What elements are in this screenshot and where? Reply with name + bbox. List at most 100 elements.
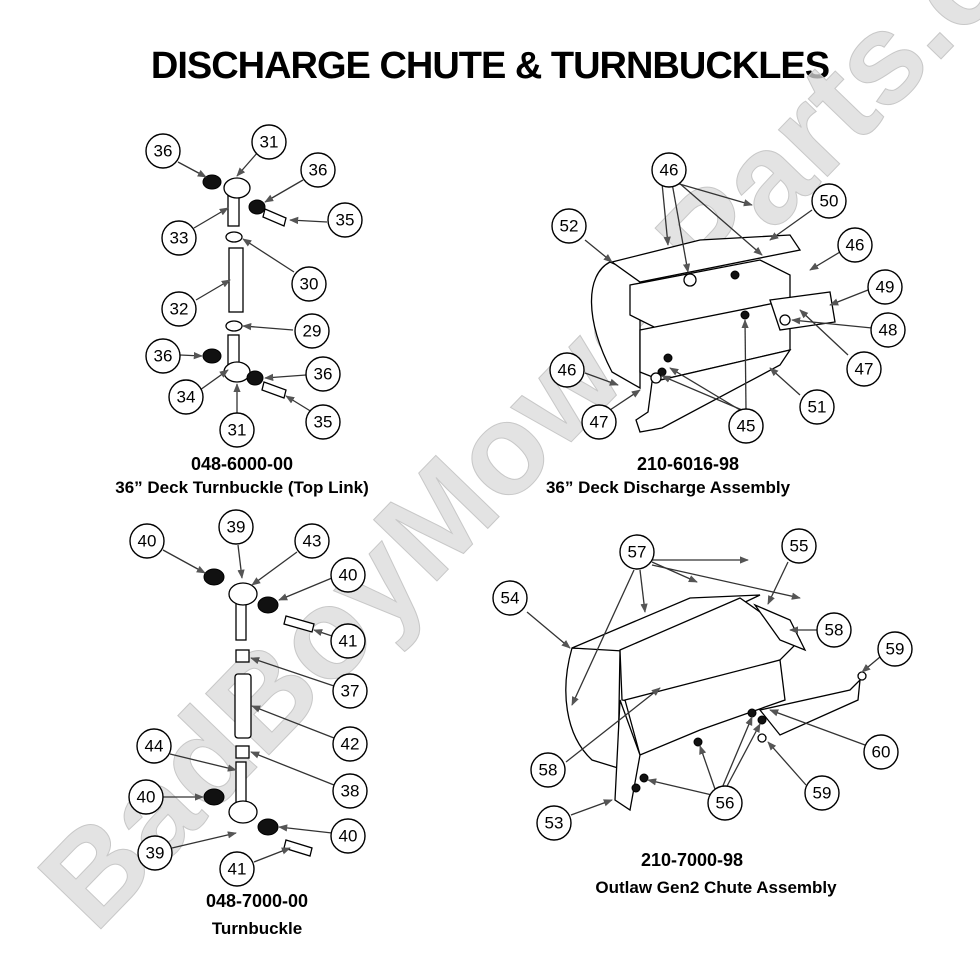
callout-d-2: 54: [492, 580, 528, 616]
svg-text:58: 58: [539, 761, 558, 780]
callout-d-9: 53: [536, 805, 572, 841]
callout-a-0: 36: [145, 133, 181, 169]
callout-c-11: 39: [137, 835, 173, 871]
callout-c-7: 44: [136, 728, 172, 764]
callout-b-9: 47: [581, 404, 617, 440]
svg-text:40: 40: [339, 827, 358, 846]
nut-2: [757, 715, 767, 725]
svg-text:36: 36: [154, 142, 173, 161]
rear-tab: [753, 603, 807, 652]
upper-left-bushing: [202, 174, 222, 190]
svg-text:51: 51: [808, 398, 827, 417]
outlaw-chute-drawing: [565, 594, 867, 812]
callout-b-0: 46: [651, 152, 687, 188]
svg-text:55: 55: [790, 537, 809, 556]
svg-text:59: 59: [813, 784, 832, 803]
nut-4: [639, 773, 649, 783]
svg-text:29: 29: [303, 322, 322, 341]
lower-pivot-block: [223, 361, 251, 383]
callout-d-5: 58: [530, 752, 566, 788]
svg-text:31: 31: [260, 133, 279, 152]
lower-rod-end: [235, 761, 247, 807]
assembly-b-part-number: 210-6016-98: [637, 454, 739, 474]
svg-text:37: 37: [341, 682, 360, 701]
callout-c-1: 39: [218, 509, 254, 545]
discharge-assembly-leaders: [584, 181, 873, 411]
upper-right-bushing: [248, 199, 266, 215]
lower-pin: [283, 839, 313, 857]
nut-1: [747, 708, 757, 718]
callout-c-10: 40: [330, 818, 366, 854]
chute-housing: [565, 647, 621, 769]
svg-text:42: 42: [341, 735, 360, 754]
callout-c-6: 42: [332, 726, 368, 762]
callout-a-3: 35: [327, 202, 363, 238]
svg-text:57: 57: [628, 543, 647, 562]
svg-text:46: 46: [846, 236, 865, 255]
callout-a-10: 34: [168, 379, 204, 415]
callout-a-8: 36: [145, 338, 181, 374]
bolt-1: [663, 353, 673, 363]
bolt-4: [730, 270, 740, 280]
callout-d-6: 60: [863, 734, 899, 770]
svg-text:32: 32: [170, 300, 189, 319]
svg-text:41: 41: [228, 860, 247, 879]
svg-text:53: 53: [545, 814, 564, 833]
svg-text:49: 49: [876, 278, 895, 297]
callout-b-3: 46: [837, 227, 873, 263]
svg-text:35: 35: [336, 211, 355, 230]
svg-text:59: 59: [886, 640, 905, 659]
turnbuckle-leaders: [162, 544, 335, 863]
upper-left-bushing: [203, 568, 225, 586]
svg-text:47: 47: [855, 360, 874, 379]
svg-text:56: 56: [716, 794, 735, 813]
upper-jam-nut: [225, 231, 243, 243]
svg-text:46: 46: [660, 161, 679, 180]
callout-b-2: 50: [811, 183, 847, 219]
callout-a-9: 36: [305, 356, 341, 392]
callout-b-7: 46: [549, 352, 585, 388]
washer-2: [757, 733, 767, 743]
outlaw-chute-leaders: [526, 556, 881, 816]
lower-right-bushing: [246, 370, 264, 386]
front-washer: [650, 372, 662, 384]
callout-a-5: 30: [291, 266, 327, 302]
svg-text:34: 34: [177, 388, 196, 407]
callout-a-12: 31: [219, 412, 255, 448]
turnbuckle-drawing: [203, 568, 315, 857]
svg-text:54: 54: [501, 589, 520, 608]
chute-housing: [590, 261, 641, 390]
callout-c-9: 40: [128, 779, 164, 815]
bolt-3: [740, 310, 750, 320]
svg-text:60: 60: [872, 743, 891, 762]
callout-d-3: 58: [816, 612, 852, 648]
front-leg: [614, 699, 641, 812]
assembly-b-name: 36” Deck Discharge Assembly: [546, 478, 791, 497]
callout-b-8: 51: [799, 389, 835, 425]
nut-3: [693, 737, 703, 747]
callout-c-2: 43: [294, 523, 330, 559]
lower-left-bushing: [203, 788, 225, 806]
svg-text:31: 31: [228, 421, 247, 440]
assembly-c-part-number: 048-7000-00: [206, 891, 308, 911]
assembly-c-name: Turnbuckle: [212, 919, 302, 938]
callout-a-4: 33: [161, 220, 197, 256]
svg-text:39: 39: [146, 844, 165, 863]
svg-text:35: 35: [314, 413, 333, 432]
svg-text:41: 41: [339, 632, 358, 651]
callout-b-10: 45: [728, 408, 764, 444]
callout-d-0: 57: [619, 534, 655, 570]
callout-d-4: 59: [877, 631, 913, 667]
turnbuckle-top-link-drawing: [202, 174, 287, 399]
svg-text:36: 36: [154, 347, 173, 366]
callout-d-8: 56: [707, 785, 743, 821]
extension-arm: [758, 678, 861, 736]
callout-c-5: 37: [332, 673, 368, 709]
nut-5: [631, 783, 641, 793]
turnbuckle-top-link-leaders: [177, 151, 328, 413]
svg-text:36: 36: [314, 365, 333, 384]
svg-text:40: 40: [339, 566, 358, 585]
side-washer: [779, 314, 791, 326]
callout-b-5: 48: [870, 312, 906, 348]
